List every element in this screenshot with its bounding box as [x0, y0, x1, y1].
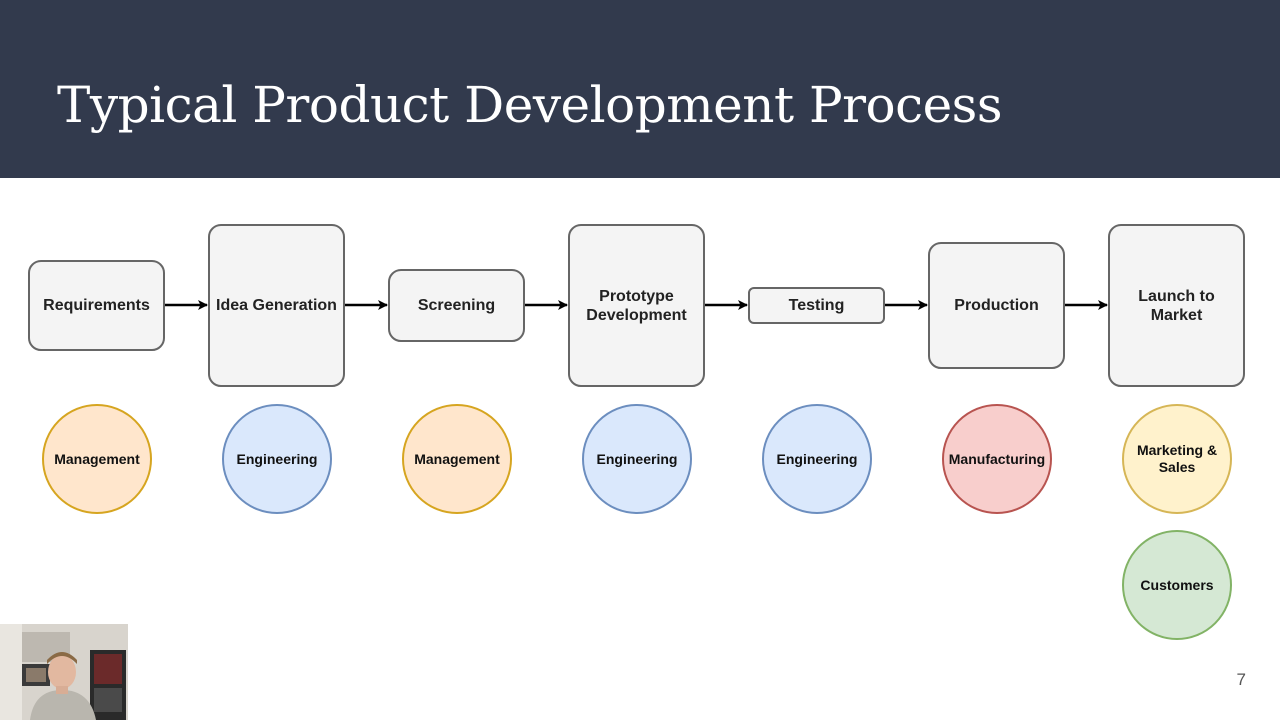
step-prototype-development: Prototype Development — [568, 224, 705, 387]
step-screening: Screening — [388, 269, 525, 342]
role-marketing-sales: Marketing & Sales — [1122, 404, 1232, 514]
step-production: Production — [928, 242, 1065, 369]
slide-title: Typical Product Development Process — [57, 76, 1003, 134]
role-engineering: Engineering — [762, 404, 872, 514]
webcam-presenter-video — [0, 624, 128, 720]
step-requirements: Requirements — [28, 260, 165, 351]
role-customers: Customers — [1122, 530, 1232, 640]
step-idea-generation: Idea Generation — [208, 224, 345, 387]
role-engineering: Engineering — [582, 404, 692, 514]
page-number: 7 — [1236, 670, 1246, 689]
step-launch-to-market: Launch to Market — [1108, 224, 1245, 387]
step-testing: Testing — [748, 287, 885, 324]
role-engineering: Engineering — [222, 404, 332, 514]
role-management: Management — [42, 404, 152, 514]
slide-header: Typical Product Development Process — [0, 0, 1280, 178]
role-management: Management — [402, 404, 512, 514]
role-manufacturing: Manufacturing — [942, 404, 1052, 514]
